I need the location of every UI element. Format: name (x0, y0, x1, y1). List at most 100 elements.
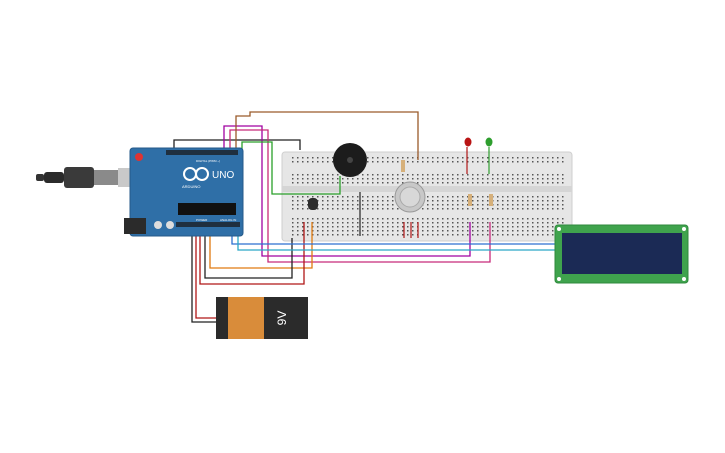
breadboard-hole[interactable] (472, 234, 474, 236)
breadboard-hole[interactable] (407, 234, 409, 236)
breadboard-hole[interactable] (432, 182, 434, 184)
breadboard-hole[interactable] (432, 174, 434, 176)
breadboard-hole[interactable] (307, 200, 309, 202)
breadboard-hole[interactable] (372, 161, 374, 163)
breadboard-hole[interactable] (512, 200, 514, 202)
breadboard-hole[interactable] (447, 226, 449, 228)
breadboard-hole[interactable] (347, 218, 349, 220)
breadboard-hole[interactable] (507, 182, 509, 184)
breadboard-hole[interactable] (472, 157, 474, 159)
breadboard-hole[interactable] (527, 157, 529, 159)
breadboard-hole[interactable] (292, 178, 294, 180)
breadboard-hole[interactable] (507, 157, 509, 159)
breadboard-hole[interactable] (462, 200, 464, 202)
breadboard-hole[interactable] (527, 234, 529, 236)
breadboard-hole[interactable] (502, 161, 504, 163)
breadboard-hole[interactable] (427, 178, 429, 180)
breadboard-hole[interactable] (402, 157, 404, 159)
breadboard-hole[interactable] (357, 200, 359, 202)
breadboard-hole[interactable] (387, 200, 389, 202)
breadboard-hole[interactable] (497, 208, 499, 210)
breadboard-hole[interactable] (292, 182, 294, 184)
breadboard-hole[interactable] (297, 196, 299, 198)
breadboard-hole[interactable] (512, 174, 514, 176)
breadboard-hole[interactable] (562, 222, 564, 224)
breadboard-hole[interactable] (297, 200, 299, 202)
breadboard-hole[interactable] (502, 234, 504, 236)
breadboard-hole[interactable] (462, 196, 464, 198)
breadboard-hole[interactable] (352, 230, 354, 232)
breadboard-hole[interactable] (542, 204, 544, 206)
breadboard-hole[interactable] (517, 230, 519, 232)
breadboard-hole[interactable] (557, 157, 559, 159)
breadboard-hole[interactable] (492, 234, 494, 236)
breadboard-hole[interactable] (447, 204, 449, 206)
breadboard-hole[interactable] (452, 161, 454, 163)
breadboard-hole[interactable] (557, 204, 559, 206)
breadboard-hole[interactable] (392, 204, 394, 206)
breadboard-hole[interactable] (442, 200, 444, 202)
breadboard-hole[interactable] (542, 174, 544, 176)
breadboard-hole[interactable] (537, 174, 539, 176)
breadboard-hole[interactable] (527, 174, 529, 176)
breadboard-hole[interactable] (517, 196, 519, 198)
breadboard-hole[interactable] (537, 157, 539, 159)
breadboard-hole[interactable] (432, 222, 434, 224)
breadboard-hole[interactable] (317, 196, 319, 198)
breadboard-hole[interactable] (307, 204, 309, 206)
breadboard-hole[interactable] (502, 200, 504, 202)
breadboard-hole[interactable] (292, 196, 294, 198)
breadboard-hole[interactable] (367, 161, 369, 163)
breadboard-hole[interactable] (557, 182, 559, 184)
breadboard-hole[interactable] (342, 226, 344, 228)
breadboard-hole[interactable] (517, 204, 519, 206)
breadboard-hole[interactable] (397, 157, 399, 159)
breadboard-hole[interactable] (307, 196, 309, 198)
breadboard-hole[interactable] (517, 182, 519, 184)
breadboard-hole[interactable] (427, 196, 429, 198)
breadboard-hole[interactable] (422, 182, 424, 184)
breadboard-hole[interactable] (342, 204, 344, 206)
breadboard-hole[interactable] (367, 234, 369, 236)
breadboard-hole[interactable] (422, 157, 424, 159)
breadboard-hole[interactable] (512, 234, 514, 236)
breadboard-hole[interactable] (377, 161, 379, 163)
breadboard-hole[interactable] (472, 200, 474, 202)
breadboard-hole[interactable] (392, 182, 394, 184)
breadboard-hole[interactable] (482, 204, 484, 206)
breadboard-hole[interactable] (402, 178, 404, 180)
breadboard-hole[interactable] (452, 174, 454, 176)
breadboard-hole[interactable] (317, 222, 319, 224)
breadboard-hole[interactable] (477, 218, 479, 220)
breadboard-hole[interactable] (312, 234, 314, 236)
breadboard-hole[interactable] (437, 226, 439, 228)
breadboard-hole[interactable] (452, 182, 454, 184)
breadboard-hole[interactable] (297, 157, 299, 159)
breadboard-hole[interactable] (417, 174, 419, 176)
breadboard-hole[interactable] (317, 161, 319, 163)
breadboard-hole[interactable] (302, 208, 304, 210)
breadboard-hole[interactable] (317, 218, 319, 220)
breadboard-hole[interactable] (302, 230, 304, 232)
breadboard-hole[interactable] (472, 204, 474, 206)
breadboard-hole[interactable] (547, 182, 549, 184)
breadboard-hole[interactable] (327, 226, 329, 228)
breadboard-hole[interactable] (477, 222, 479, 224)
breadboard-hole[interactable] (407, 174, 409, 176)
breadboard-hole[interactable] (317, 157, 319, 159)
breadboard-hole[interactable] (357, 182, 359, 184)
breadboard-hole[interactable] (472, 196, 474, 198)
breadboard-hole[interactable] (392, 178, 394, 180)
breadboard-hole[interactable] (437, 157, 439, 159)
breadboard-hole[interactable] (447, 230, 449, 232)
breadboard-hole[interactable] (367, 178, 369, 180)
breadboard-hole[interactable] (442, 226, 444, 228)
breadboard-hole[interactable] (532, 178, 534, 180)
breadboard-hole[interactable] (492, 178, 494, 180)
breadboard-hole[interactable] (372, 174, 374, 176)
breadboard-hole[interactable] (407, 157, 409, 159)
breadboard-hole[interactable] (302, 161, 304, 163)
breadboard-hole[interactable] (292, 234, 294, 236)
breadboard-hole[interactable] (407, 226, 409, 228)
